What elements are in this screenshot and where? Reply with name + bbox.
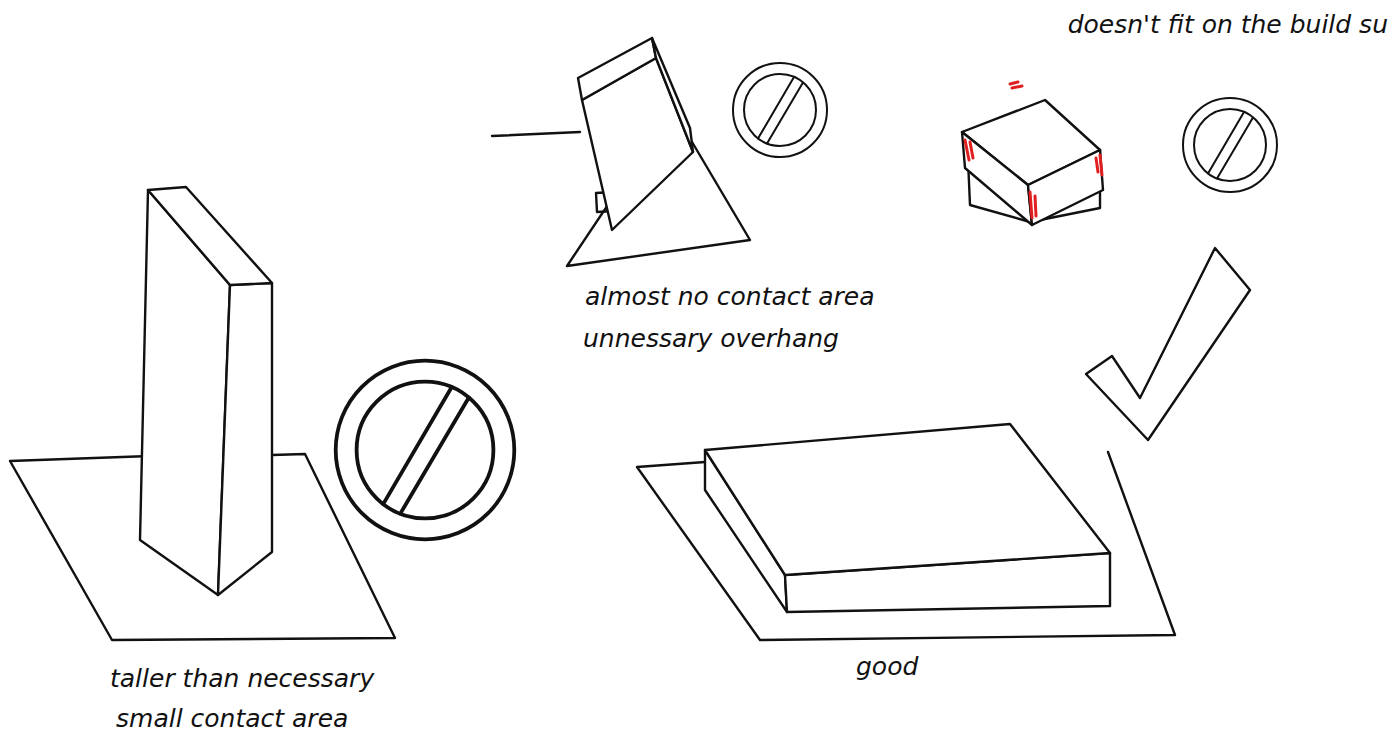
prohibition-sign [733,63,827,157]
tall-slab-figure [10,187,395,640]
flat-slab-figure [637,424,1175,640]
cube-figure [962,82,1103,225]
note-label: taller than necessary [110,664,374,694]
note-label: almost no contact area [585,282,875,312]
prohibition-sign [1183,98,1277,192]
note-label: doesn't fit on the build su [1068,10,1388,40]
check-mark [1086,248,1250,440]
tilted-slab-figure [492,38,750,266]
note-label: good [856,652,918,682]
note-label: small contact area [116,704,348,734]
note-label: unnessary overhang [583,324,839,354]
prohibition-sign [336,361,515,540]
